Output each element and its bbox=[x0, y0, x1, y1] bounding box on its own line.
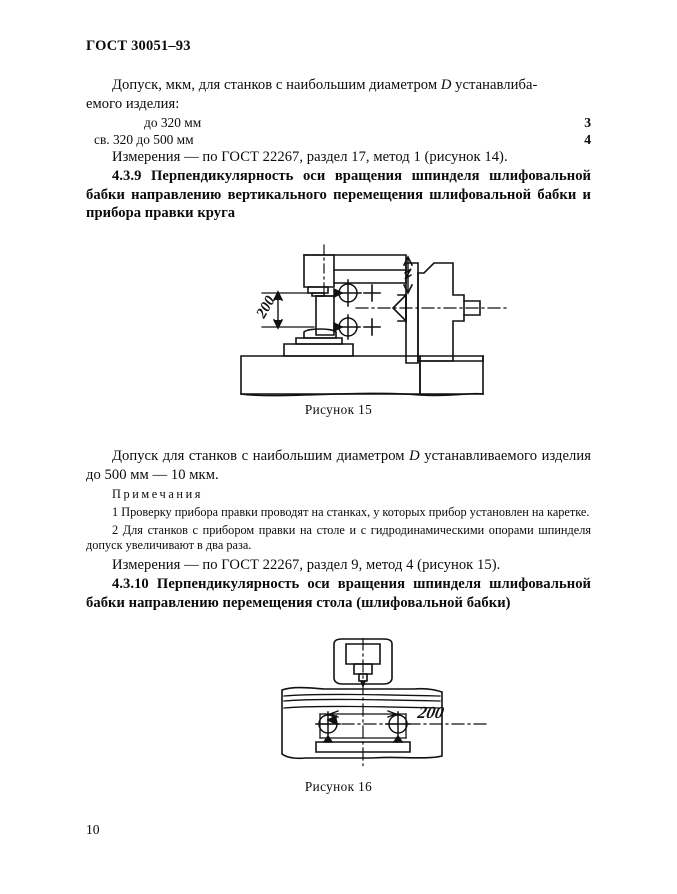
section-4-3-10-heading: 4.3.10 Перпендикулярность оси вращения ш… bbox=[86, 575, 591, 612]
figure-15-drawing: 200 bbox=[238, 243, 513, 403]
tolerance-paragraph-2-block: Допуск для станков с наибольшим диаметро… bbox=[86, 447, 591, 484]
page-number: 10 bbox=[86, 822, 100, 837]
tolerance-paragraph-2-prefix: Допуск для станков с наибольшим диаметро… bbox=[112, 448, 410, 464]
tolerance-row-value: 3 bbox=[584, 115, 591, 130]
tolerance-intro-block: Допуск, мкм, для станков с наибольшим ди… bbox=[86, 76, 591, 113]
notes-block: Примечания 1 Проверку прибора правки про… bbox=[86, 486, 591, 554]
tolerance-row-label: св. 320 до 500 мм bbox=[94, 132, 194, 147]
running-head: ГОСТ 30051–93 bbox=[86, 38, 191, 54]
section-4-3-10-number: 4.3.10 bbox=[112, 576, 149, 592]
tolerance-table: до 320 мм 3 св. 320 до 500 мм 4 bbox=[86, 114, 591, 148]
section-4-3-9-number: 4.3.9 bbox=[112, 168, 142, 184]
tolerance-paragraph-2-suffix: устанавливаемого изделия до 500 мм — 10 … bbox=[86, 448, 591, 483]
figure-15-caption: Рисунок 15 bbox=[304, 402, 373, 417]
tolerance-intro-paragraph: Допуск, мкм, для станков с наибольшим ди… bbox=[86, 76, 591, 113]
figure-16-dimension-label: 200 bbox=[415, 703, 446, 722]
tolerance-intro-line2: емого изделия: bbox=[86, 95, 180, 112]
section-4-3-10: 4.3.10 Перпендикулярность оси вращения ш… bbox=[86, 575, 591, 612]
diameter-symbol: D bbox=[440, 77, 452, 93]
notes-title: Примечания bbox=[112, 487, 204, 501]
measurement-reference-1: Измерения — по ГОСТ 22267, раздел 17, ме… bbox=[112, 149, 508, 165]
figure-16-caption: Рисунок 16 bbox=[304, 779, 373, 794]
section-4-3-9-heading: 4.3.9 Перпендикулярность оси вращения шп… bbox=[86, 167, 591, 223]
dot-leader bbox=[200, 140, 581, 141]
measurement-reference-1-block: Измерения — по ГОСТ 22267, раздел 17, ме… bbox=[86, 148, 591, 167]
measurement-reference-2: Измерения — по ГОСТ 22267, раздел 9, мет… bbox=[112, 557, 501, 573]
tolerance-intro-line1: Допуск, мкм, для станков с наибольшим ди… bbox=[112, 77, 441, 93]
note-item: 1 Проверку прибора правки проводят на ст… bbox=[112, 505, 590, 519]
diameter-symbol: D bbox=[409, 448, 420, 464]
note-item: 2 Для станков с прибором правки на столе… bbox=[86, 522, 591, 553]
tolerance-row-value: 4 bbox=[584, 132, 591, 147]
section-4-3-10-text: Перпендикулярность оси вращения шпинделя… bbox=[86, 576, 591, 611]
tolerance-row-label: до 320 мм bbox=[144, 115, 202, 130]
tolerance-paragraph-2: Допуск для станков с наибольшим диаметро… bbox=[86, 447, 591, 484]
table-row: до 320 мм 3 bbox=[86, 114, 591, 131]
table-row: св. 320 до 500 мм 4 bbox=[86, 131, 591, 148]
figure-16-drawing: 200 bbox=[276, 638, 491, 766]
dot-leader bbox=[207, 123, 580, 124]
section-4-3-9: 4.3.9 Перпендикулярность оси вращения шп… bbox=[86, 167, 591, 223]
section-4-3-9-text: Перпендикулярность оси вращения шпинделя… bbox=[86, 168, 591, 222]
measurement-reference-2-block: Измерения — по ГОСТ 22267, раздел 9, мет… bbox=[86, 556, 591, 575]
tolerance-intro-line1-tail: устанавлиба- bbox=[451, 77, 538, 93]
